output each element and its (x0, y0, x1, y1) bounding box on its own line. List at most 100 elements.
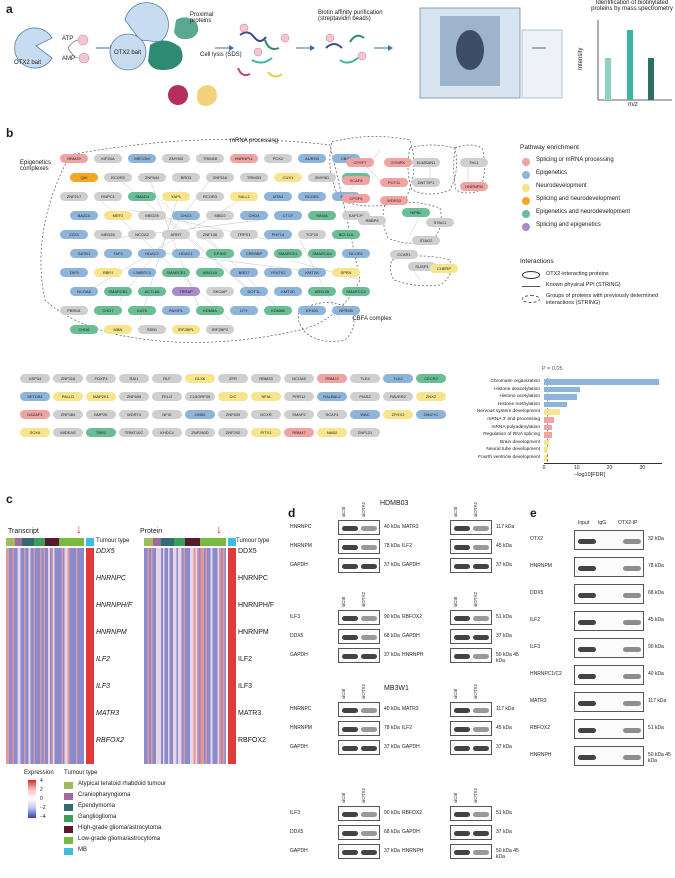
blot-image (450, 558, 492, 573)
otx2-bait-shape (14, 27, 53, 69)
protein-label: GAPDH (290, 562, 308, 568)
kda-label: 50 kDa 45 kDa (496, 848, 519, 860)
network-node: EP400 (298, 306, 326, 315)
free-node: RBM33 (251, 374, 281, 383)
protein-title: Protein (140, 528, 163, 535)
free-node: ZNF121 (350, 428, 380, 437)
arrow-down-icon: ↓ (76, 522, 82, 536)
kda-label: 50 kDa 45 kDa (648, 752, 671, 764)
protein-label: ILF2 (530, 617, 541, 623)
blot-image (450, 806, 492, 821)
free-node: WDR74 (119, 410, 149, 419)
blot-image (338, 610, 380, 625)
legend-label: Epigenetics (536, 170, 568, 176)
network-node: ARID1A (196, 268, 224, 277)
mb-segment (86, 538, 94, 546)
lane-label: siCtrl (341, 596, 346, 607)
tumour-label: MB (78, 847, 87, 853)
gene-label: HNRNPM (238, 629, 269, 636)
blot-band (473, 812, 489, 817)
legend-swatch (522, 158, 530, 166)
blot-band (578, 539, 596, 544)
enrichment-bar (544, 439, 549, 446)
protein-label: HNRNPC (290, 524, 312, 530)
blot-image (574, 719, 644, 739)
panel-label-c: c (6, 492, 13, 506)
network-node: MED26 (94, 230, 122, 239)
gene-label: ILF3 (96, 683, 111, 690)
gene-label: RBFOX2 (96, 737, 125, 744)
tumour-swatch (64, 815, 73, 822)
tumour-label: Craniopharyngioma (78, 792, 131, 798)
tumour-swatch (64, 837, 73, 844)
free-node: ZNF292 (218, 428, 248, 437)
network-node: PHF14 (264, 230, 292, 239)
network-node: BCL11A (332, 230, 360, 239)
kda-label: 78 kDa (648, 563, 664, 569)
protein-label: GAPDH (402, 562, 420, 568)
pathway-legend-item: Epigenetics and neurodevelopment (520, 208, 670, 221)
free-node: ZFHX3 (383, 410, 413, 419)
enrichment-bar (544, 447, 548, 453)
enrichment-bar (544, 379, 659, 385)
blot-image (450, 629, 492, 644)
expression-legend-title: Expression (24, 770, 54, 776)
gene-label: DDX5 (238, 548, 257, 555)
free-node: RBM22 (317, 374, 347, 383)
blot-band (473, 746, 489, 751)
tumour-swatch (64, 826, 73, 833)
kda-label: 117 kDa (648, 698, 667, 704)
blot-band (454, 727, 470, 732)
tumour-legend-title: Tumour type (64, 770, 98, 776)
network-node: NFRKB (332, 306, 360, 315)
blot-band (454, 564, 470, 569)
blot-band (342, 654, 358, 659)
blot-band (623, 566, 641, 571)
kda-label: 117 kDa (496, 524, 515, 530)
kda-label: 37 kDa (384, 562, 400, 568)
blot-band (342, 526, 358, 531)
tumour-segment (6, 538, 15, 546)
blot-image (338, 702, 380, 717)
kda-label: 78 kDa (384, 543, 400, 549)
network-node: WDR33 (380, 196, 408, 205)
network-node: RCOR3 (196, 192, 224, 201)
blot-band (454, 746, 470, 751)
enrichment-bar-label: Nervous system development (476, 409, 540, 415)
tumour-segment (59, 538, 84, 546)
network-node: HDAC1 (172, 249, 200, 258)
network-node: SKOAP (206, 287, 234, 296)
network-node: DOT1L (240, 287, 268, 296)
pathway-legend-item: Splicing or mRNA processing (520, 156, 670, 169)
transcript-title: Transcript (8, 528, 39, 535)
protein-label: HNRNPM (530, 563, 552, 569)
enrichment-bar (544, 455, 548, 461)
network-node: NCOA2 (128, 230, 156, 239)
network-node: SMARCA4 (308, 249, 336, 258)
enrichment-bar (544, 386, 581, 393)
tumour-type-strip (6, 538, 84, 546)
x-tick-label: 30 (639, 464, 646, 471)
free-node: ZNF384 (53, 410, 83, 419)
kda-label: 51 kDa (648, 725, 664, 731)
panel-a-schematic (14, 2, 672, 106)
interactions-legend: OTX2-interacting proteins Known physical… (520, 270, 670, 312)
enrichment-bar-label: Histone methylation (497, 401, 540, 407)
network-node: BRD7 (230, 268, 258, 277)
tumour-label: Ganglioglioma (78, 814, 117, 820)
ms-identification-label: Identification of biotinylated proteins … (591, 0, 673, 12)
protein-label: HNRNPH (402, 848, 424, 854)
blot-band (342, 727, 358, 732)
protein-label: HNRNPH (530, 752, 552, 758)
network-node: ELMSAN1 (412, 158, 440, 167)
enrichment-bar-label: Fourth ventricle development (478, 455, 540, 460)
free-node: TBR1 (86, 428, 116, 437)
enrichment-bar-label: Neural tube development (486, 447, 540, 453)
kda-label: 68 kDa (384, 829, 400, 835)
blot-band (361, 831, 377, 836)
gene-label: DDX5 (96, 548, 115, 555)
tumour-legend-item: Ganglioglioma (64, 813, 234, 824)
blot-image (450, 648, 492, 663)
network-node: RBPJ (94, 268, 122, 277)
